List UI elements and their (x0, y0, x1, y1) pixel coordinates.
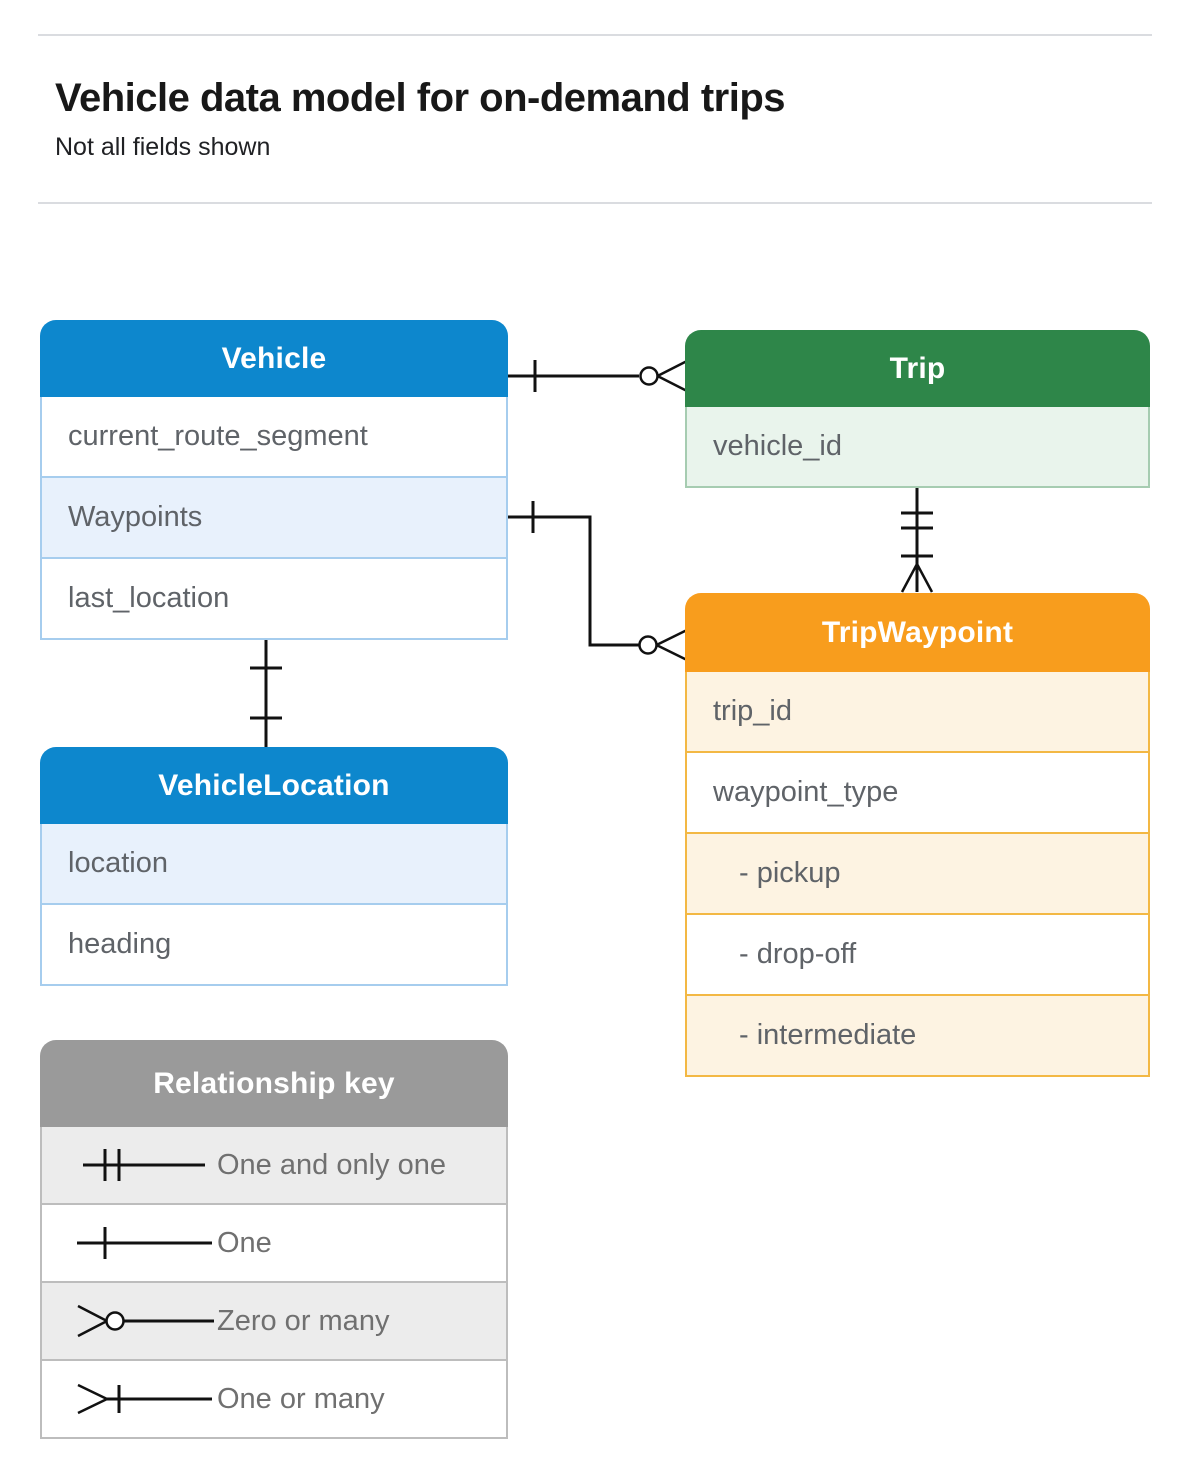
entity-vehiclelocation-title: VehicleLocation (40, 747, 508, 824)
connector-vehicle-vehiclelocation (250, 636, 282, 747)
connector-vehicle-trip (508, 359, 688, 393)
field-last-location: last_location (42, 557, 506, 638)
relationship-key-title: Relationship key (40, 1040, 508, 1127)
field-location: location (42, 824, 506, 903)
entity-vehiclelocation-fields: location heading (40, 824, 508, 986)
legend-row-zero-or-many: Zero or many (42, 1281, 506, 1359)
entity-tripwaypoint-fields: trip_id waypoint_type - pickup - drop-of… (685, 672, 1150, 1077)
relationship-key-rows: One and only one One Zero or many (40, 1127, 508, 1439)
zero-or-many-icon (62, 1283, 217, 1359)
legend-label: Zero or many (217, 1304, 390, 1337)
entity-vehicle: Vehicle current_route_segment Waypoints … (40, 320, 508, 640)
entity-tripwaypoint-title: TripWaypoint (685, 593, 1150, 672)
page-subtitle: Not all fields shown (55, 133, 271, 161)
page-title: Vehicle data model for on-demand trips (55, 76, 786, 120)
field-heading: heading (42, 903, 506, 984)
one-icon (62, 1205, 217, 1281)
legend-label: One or many (217, 1382, 385, 1415)
legend-row-one-and-only-one: One and only one (42, 1127, 506, 1203)
connector-vehicle-waypoints-tripwaypoint (508, 501, 688, 662)
relationship-key: Relationship key One and only one One (40, 1040, 508, 1439)
entity-trip-fields: vehicle_id (685, 407, 1150, 488)
top-divider (38, 34, 1152, 36)
field-vehicle-id: vehicle_id (687, 407, 1148, 486)
field-waypoint-type-pickup: - pickup (687, 832, 1148, 913)
legend-row-one-or-many: One or many (42, 1359, 506, 1437)
field-waypoint-type-intermediate: - intermediate (687, 994, 1148, 1075)
entity-trip-title: Trip (685, 330, 1150, 407)
entity-vehiclelocation: VehicleLocation location heading (40, 747, 508, 986)
entity-vehicle-title: Vehicle (40, 320, 508, 397)
field-waypoints: Waypoints (42, 476, 506, 557)
legend-row-one: One (42, 1203, 506, 1281)
entity-trip: Trip vehicle_id (685, 330, 1150, 488)
legend-label: One and only one (217, 1148, 446, 1181)
field-waypoint-type: waypoint_type (687, 751, 1148, 832)
field-trip-id: trip_id (687, 672, 1148, 751)
one-and-only-one-icon (62, 1127, 217, 1203)
entity-tripwaypoint: TripWaypoint trip_id waypoint_type - pic… (685, 593, 1150, 1077)
one-or-many-icon (62, 1361, 217, 1437)
field-current-route-segment: current_route_segment (68, 420, 368, 452)
field-waypoint-type-drop-off: - drop-off (687, 913, 1148, 994)
legend-label: One (217, 1226, 272, 1259)
connector-trip-tripwaypoint (900, 488, 934, 593)
entity-vehicle-fields: current_route_segment Waypoints last_loc… (40, 397, 508, 640)
header-divider (38, 202, 1152, 204)
